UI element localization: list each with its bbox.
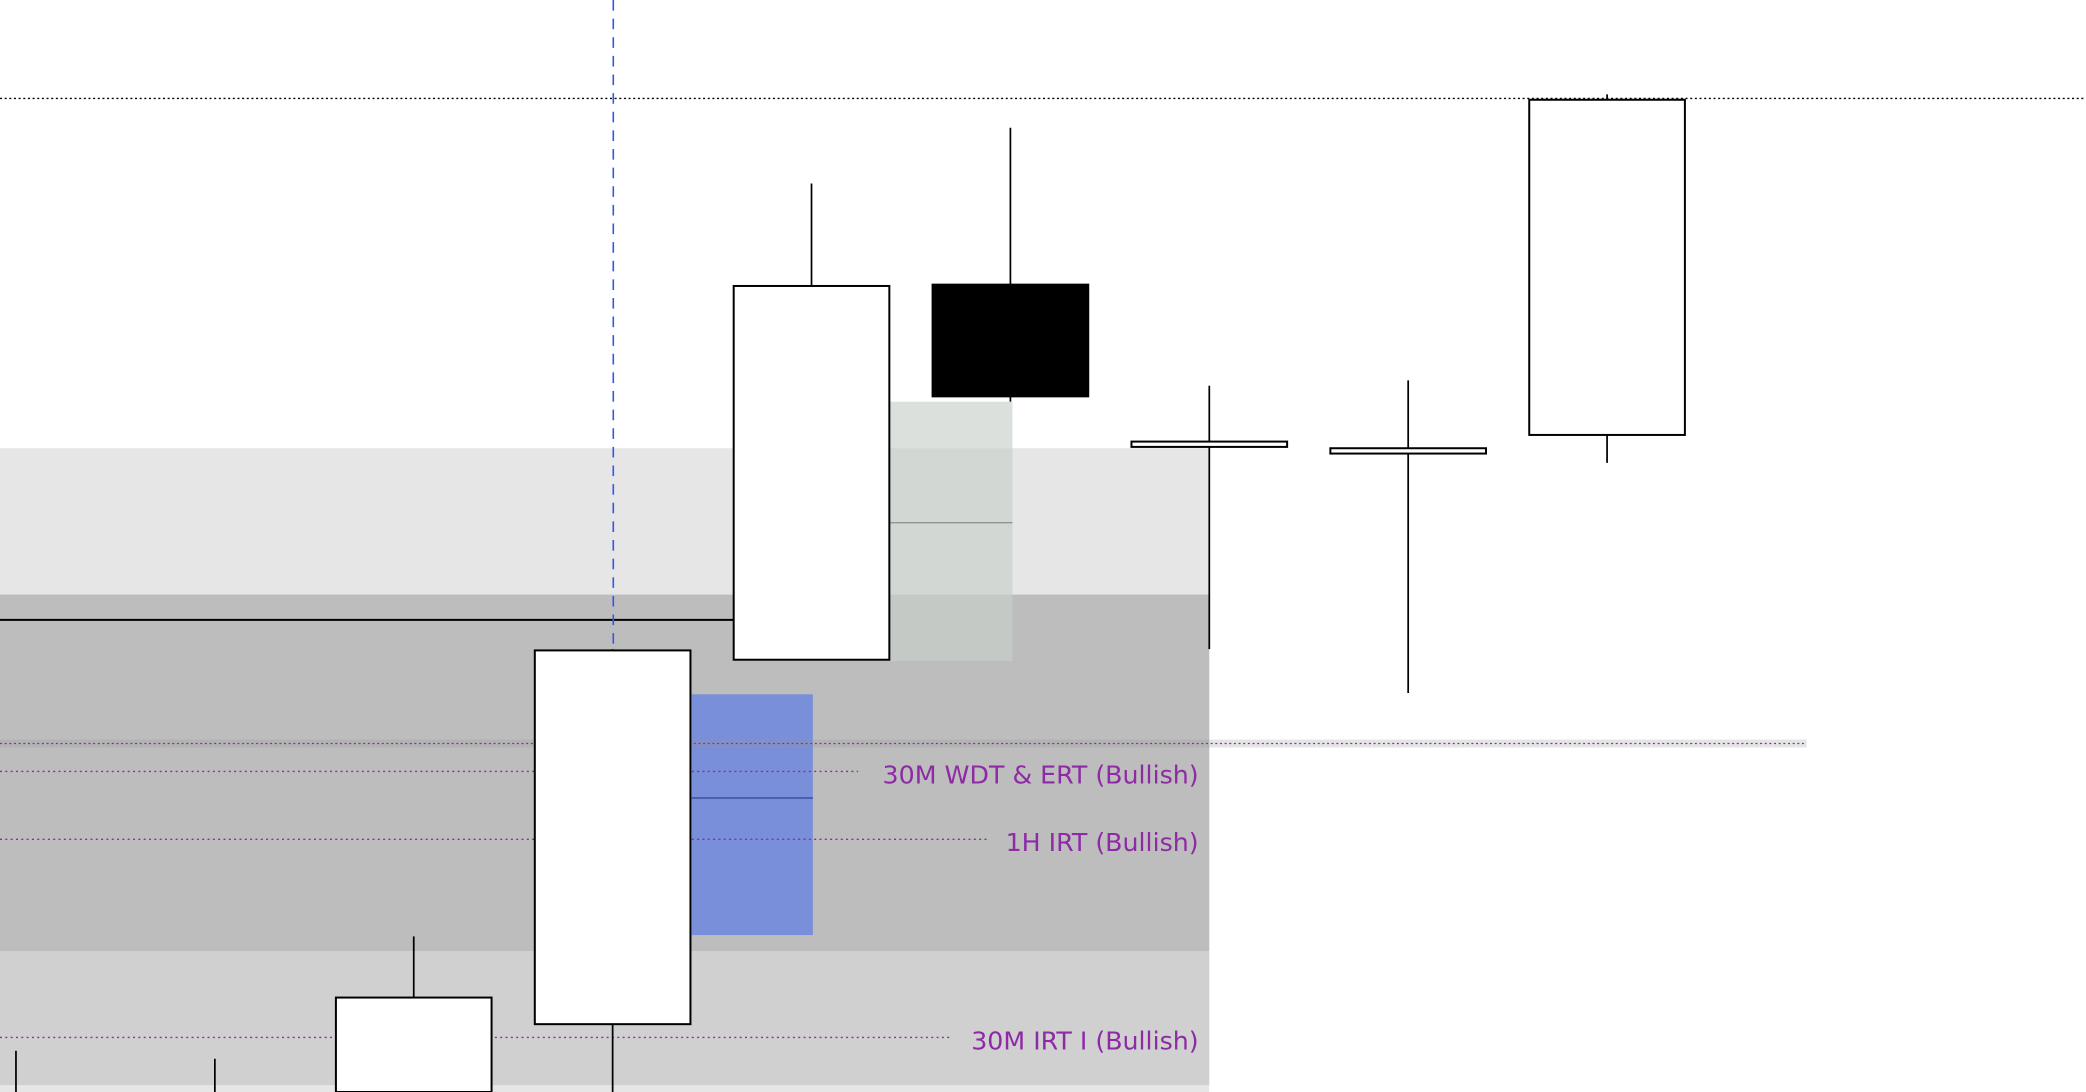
candle-body-bearish [931, 283, 1090, 398]
candle-body-bullish [1130, 440, 1289, 448]
candle-body-bullish [334, 996, 493, 1092]
zone-bottom [0, 1085, 1210, 1092]
fvg-box-blue [691, 694, 813, 936]
candle[interactable] [533, 649, 692, 1092]
candle[interactable] [334, 936, 493, 1092]
candle-body-bullish [533, 649, 692, 1026]
fvg-box-gray [890, 401, 1013, 662]
candle[interactable] [931, 127, 1090, 402]
level-label: 1H IRT (Bullish) [1006, 828, 1199, 857]
level-label: 30M IRT I (Bullish) [971, 1026, 1198, 1055]
candle[interactable] [1329, 380, 1488, 693]
candle[interactable] [1130, 385, 1289, 650]
candle[interactable] [732, 183, 891, 661]
candle-body-bullish [1528, 98, 1686, 436]
level-label: 30M WDT & ERT (Bullish) [883, 760, 1199, 789]
candle-body-bullish [1329, 447, 1488, 455]
candle[interactable] [1528, 94, 1686, 463]
supply-zone-light [0, 448, 1210, 595]
candle-body-bullish [732, 284, 891, 661]
